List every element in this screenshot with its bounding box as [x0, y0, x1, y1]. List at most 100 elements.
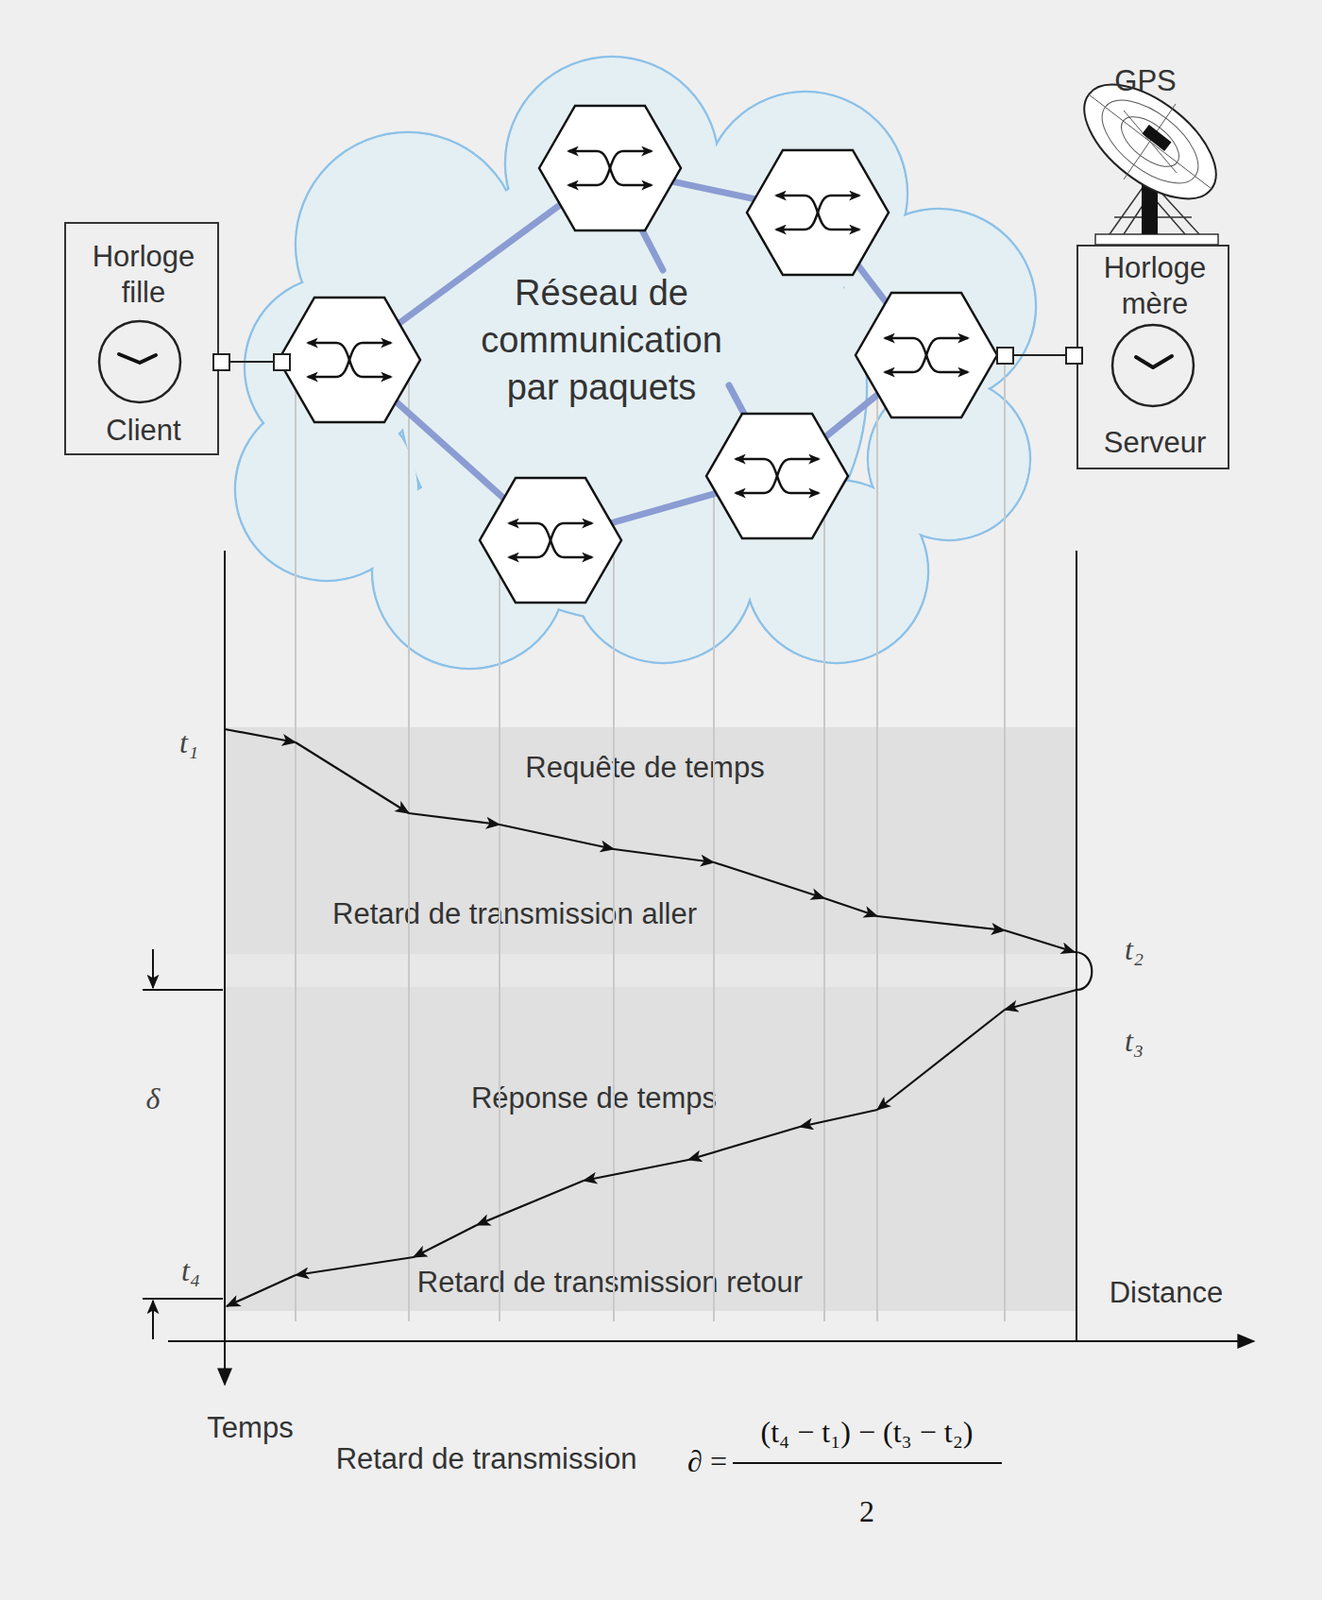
- server-axis: [1075, 550, 1078, 1341]
- packet-hop: [413, 1224, 477, 1257]
- packet-hop: [877, 915, 1005, 931]
- network-cloud: Réseau de communication par paquets: [239, 55, 1035, 663]
- access-wire: [1012, 354, 1035, 356]
- formula-numerator: (t₄ − t₁) − (t₃ − t₂): [761, 1413, 974, 1450]
- network-link: [728, 385, 778, 476]
- cloud-lobe: [398, 152, 867, 622]
- antenna-dish-ring: [1113, 107, 1188, 177]
- cloud-lobe-fill: [245, 276, 426, 458]
- time-axis: [223, 550, 226, 1385]
- network-link: [349, 168, 611, 360]
- position-line: [612, 540, 615, 1322]
- dimension-arrow: [152, 1300, 154, 1339]
- network-link: [777, 355, 927, 476]
- packet-hop: [1004, 930, 1075, 952]
- network-link: [349, 359, 551, 541]
- client-box: Horloge filleClient: [64, 221, 220, 456]
- timestamp-label: t₄: [181, 1252, 201, 1289]
- server-turnaround: [1074, 951, 1092, 990]
- antenna-dish-grid: [1088, 94, 1212, 189]
- cloud-lobe-fill: [399, 153, 865, 620]
- dimension-arrow: [152, 949, 154, 988]
- delay-symbol: δ: [146, 1080, 161, 1117]
- formula-caption: Retard de transmission: [336, 1440, 638, 1477]
- antenna-lattice: [1109, 188, 1200, 235]
- formula-lhs: ∂ =: [687, 1442, 728, 1479]
- packet-hop: [499, 824, 614, 849]
- node-heading: Horloge fille: [77, 238, 210, 311]
- packet-hop: [1004, 989, 1077, 1010]
- network-wire: [1034, 354, 1077, 356]
- position-line: [407, 359, 410, 1322]
- band-gap: [224, 953, 1077, 987]
- antenna-dish: [1065, 62, 1237, 221]
- timestamp-label: t₁: [179, 724, 199, 761]
- response-path: [226, 989, 1077, 1306]
- packet-hop: [295, 1256, 414, 1275]
- antenna-pedestal: [1141, 181, 1158, 235]
- position-line: [823, 475, 826, 1322]
- router-position-lines: [295, 355, 1005, 1322]
- router: [479, 477, 622, 603]
- network-links: [349, 168, 927, 541]
- network-link: [610, 168, 663, 271]
- position-line: [1003, 362, 1006, 1322]
- packet-hop: [295, 742, 409, 814]
- packet-hop: [799, 1109, 878, 1127]
- clock-hands: [118, 354, 156, 363]
- port-square: [997, 347, 1014, 364]
- clock-face: [99, 321, 181, 403]
- packet-hop: [476, 1180, 584, 1225]
- antenna-dish-ring: [1087, 84, 1213, 199]
- fraction-bar: [732, 1461, 1002, 1464]
- antenna-feed: [1141, 124, 1171, 152]
- packet-hop: [713, 862, 825, 899]
- request-path: [224, 728, 1092, 990]
- clock-hands: [1135, 355, 1172, 368]
- position-line: [498, 540, 501, 1322]
- port-square: [273, 354, 290, 371]
- node-heading: Horloge mère: [1088, 250, 1221, 323]
- network-wire: [219, 360, 240, 363]
- router: [855, 292, 998, 418]
- packet-hop: [688, 1126, 800, 1160]
- cloud-outline: [235, 56, 1036, 669]
- timestamp-label: t₃: [1124, 1022, 1144, 1059]
- node-text: Retard de transmission retour: [417, 1264, 803, 1301]
- clock-face: [1112, 324, 1194, 407]
- router: [706, 413, 848, 539]
- dimension-line: [142, 1297, 223, 1300]
- packet-hop: [226, 1274, 296, 1306]
- response-band: Réponse de tempsRetard de transmission r…: [224, 986, 1077, 1311]
- port-square: [1066, 347, 1083, 364]
- dimension-line: [142, 988, 223, 991]
- connector-group: [219, 355, 1077, 362]
- network-link: [817, 212, 927, 356]
- antenna-label: GPS: [1114, 63, 1176, 100]
- cloud-fill: [236, 57, 1034, 667]
- axis-label: Distance: [1109, 1274, 1224, 1311]
- network-link: [610, 168, 818, 213]
- position-line: [712, 475, 715, 1322]
- timestamp-label: t₂: [1124, 931, 1144, 967]
- packet-hop: [613, 848, 714, 863]
- packet-hop: [824, 898, 878, 916]
- node-text: Retard de transmission aller: [332, 896, 697, 933]
- node-text: Client: [105, 412, 181, 449]
- access-wire: [239, 360, 276, 363]
- network-link: [550, 475, 778, 541]
- antenna-base: [1095, 234, 1219, 245]
- cloud-lobe-fill: [842, 209, 1034, 402]
- gps-antenna: [1065, 62, 1237, 245]
- axis-label: Temps: [206, 1409, 293, 1446]
- formula-denominator: 2: [859, 1492, 875, 1529]
- packet-hop: [583, 1159, 689, 1181]
- port-square: [213, 354, 230, 371]
- router: [539, 105, 681, 231]
- node-text: Serveur: [1103, 424, 1207, 461]
- node-heading: Réseau de communication par paquets: [459, 269, 744, 411]
- packet-hop: [224, 728, 296, 743]
- packet-hop: [408, 813, 500, 825]
- request-band: Requête de tempsRetard de transmission a…: [224, 727, 1077, 954]
